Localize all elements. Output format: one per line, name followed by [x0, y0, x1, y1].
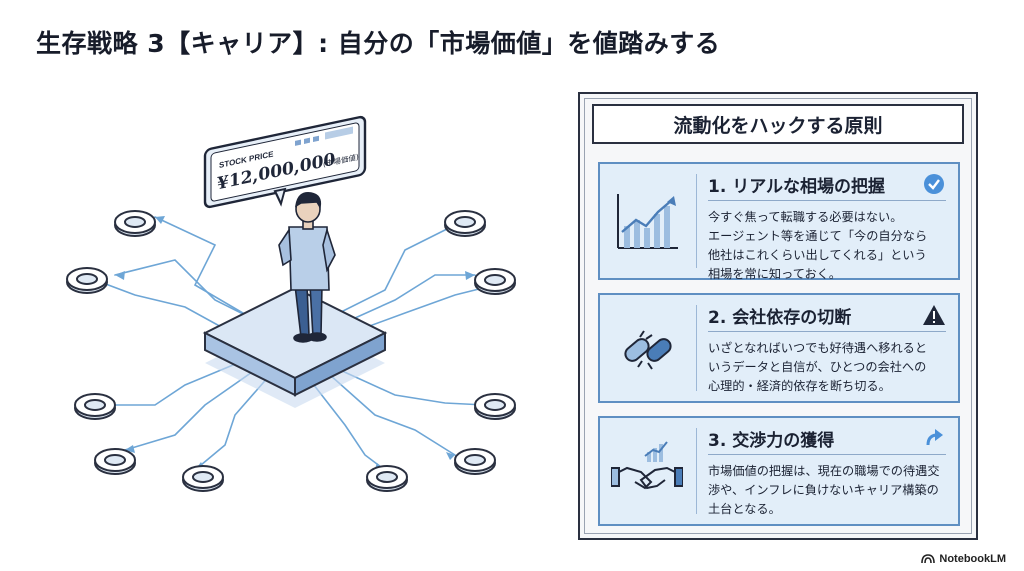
warning-triangle-icon [922, 303, 946, 327]
principle-card-1: 1. リアルな相場の把握 今すぐ焦って転職する必要はない。 エージェント等を通じ… [598, 162, 960, 281]
ring-node [454, 448, 496, 475]
ring-node [94, 448, 136, 475]
principle-card-2: 2. 会社依存の切断 いざとなればいつでも好待遇へ移れると いうデータと自信が、… [598, 293, 960, 403]
card-divider [696, 305, 697, 391]
principle-card-3: 3. 交渉力の獲得 市場価値の把握は、現在の職場での待遇交 渉や、インフレに負け… [598, 416, 960, 526]
principles-panel: 流動化をハックする原則 1. リアルな相場の把握 今すぐ焦って転職する必要はない… [578, 92, 978, 540]
card-body-line: 渉や、インフレに負けないキャリア構築の [708, 483, 939, 497]
card-body-line: いざとなればいつでも好待遇へ移れると [708, 341, 928, 355]
ring-node [74, 393, 116, 420]
card-body: いざとなればいつでも好待遇へ移れると いうデータと自信が、ひとつの会社への 心理… [708, 339, 954, 396]
card-body-line: 相場を常に知っておく。 [708, 267, 842, 281]
ring-node [474, 268, 516, 295]
card-heading: 3. 交渉力の獲得 [708, 431, 835, 451]
card-body-line: いうデータと自信が、ひとつの会社への [708, 360, 927, 374]
ring-nodes [66, 210, 516, 492]
notebooklm-logo-icon [921, 554, 936, 564]
handshake-icon [608, 432, 686, 514]
panel-title: 流動化をハックする原則 [592, 104, 964, 144]
card-body-line: エージェント等を通じて「今の自分なら [708, 229, 928, 243]
platform [202, 286, 388, 408]
arrow-up-icon [922, 426, 946, 450]
ring-node [66, 267, 108, 294]
ring-node [366, 465, 408, 492]
heading-rule [708, 454, 946, 455]
price-sign: STOCK PRICE ¥12,000,000 (市場価値) [203, 115, 367, 209]
brand-footer: NotebookLM [921, 553, 1006, 565]
person-figure [278, 191, 336, 343]
broken-chain-icon [608, 309, 686, 391]
ring-node [444, 210, 486, 237]
card-body-line: 今すぐ焦って転職する必要はない。 [708, 210, 903, 224]
card-heading: 2. 会社依存の切断 [708, 308, 852, 328]
ring-node [114, 210, 156, 237]
arrow-network [94, 216, 496, 471]
card-body-line: 心理的・経済的依存を断ち切る。 [708, 379, 891, 393]
rising-chart-icon [608, 182, 686, 264]
check-circle-icon [922, 172, 946, 196]
card-body-line: 市場価値の把握は、現在の職場での待遇交 [708, 464, 940, 478]
heading-rule [708, 331, 946, 332]
market-value-illustration: STOCK PRICE ¥12,000,000 (市場価値) [66, 115, 516, 492]
card-body-line: 他社はこれくらい出してくれる」という [708, 248, 927, 262]
card-heading: 1. リアルな相場の把握 [708, 177, 886, 197]
ring-node [182, 465, 224, 492]
ring-node [474, 393, 516, 420]
brand-name: NotebookLM [939, 553, 1006, 565]
card-divider [696, 428, 697, 514]
card-body: 今すぐ焦って転職する必要はない。 エージェント等を通じて「今の自分なら 他社はこ… [708, 208, 954, 284]
heading-rule [708, 200, 946, 201]
page-title: 生存戦略 3【キャリア】: 自分の「市場価値」を値踏みする [36, 29, 721, 58]
card-body: 市場価値の把握は、現在の職場での待遇交 渉や、インフレに負けないキャリア構築の … [708, 462, 954, 519]
card-divider [696, 174, 697, 268]
card-body-line: 土台となる。 [708, 502, 781, 516]
